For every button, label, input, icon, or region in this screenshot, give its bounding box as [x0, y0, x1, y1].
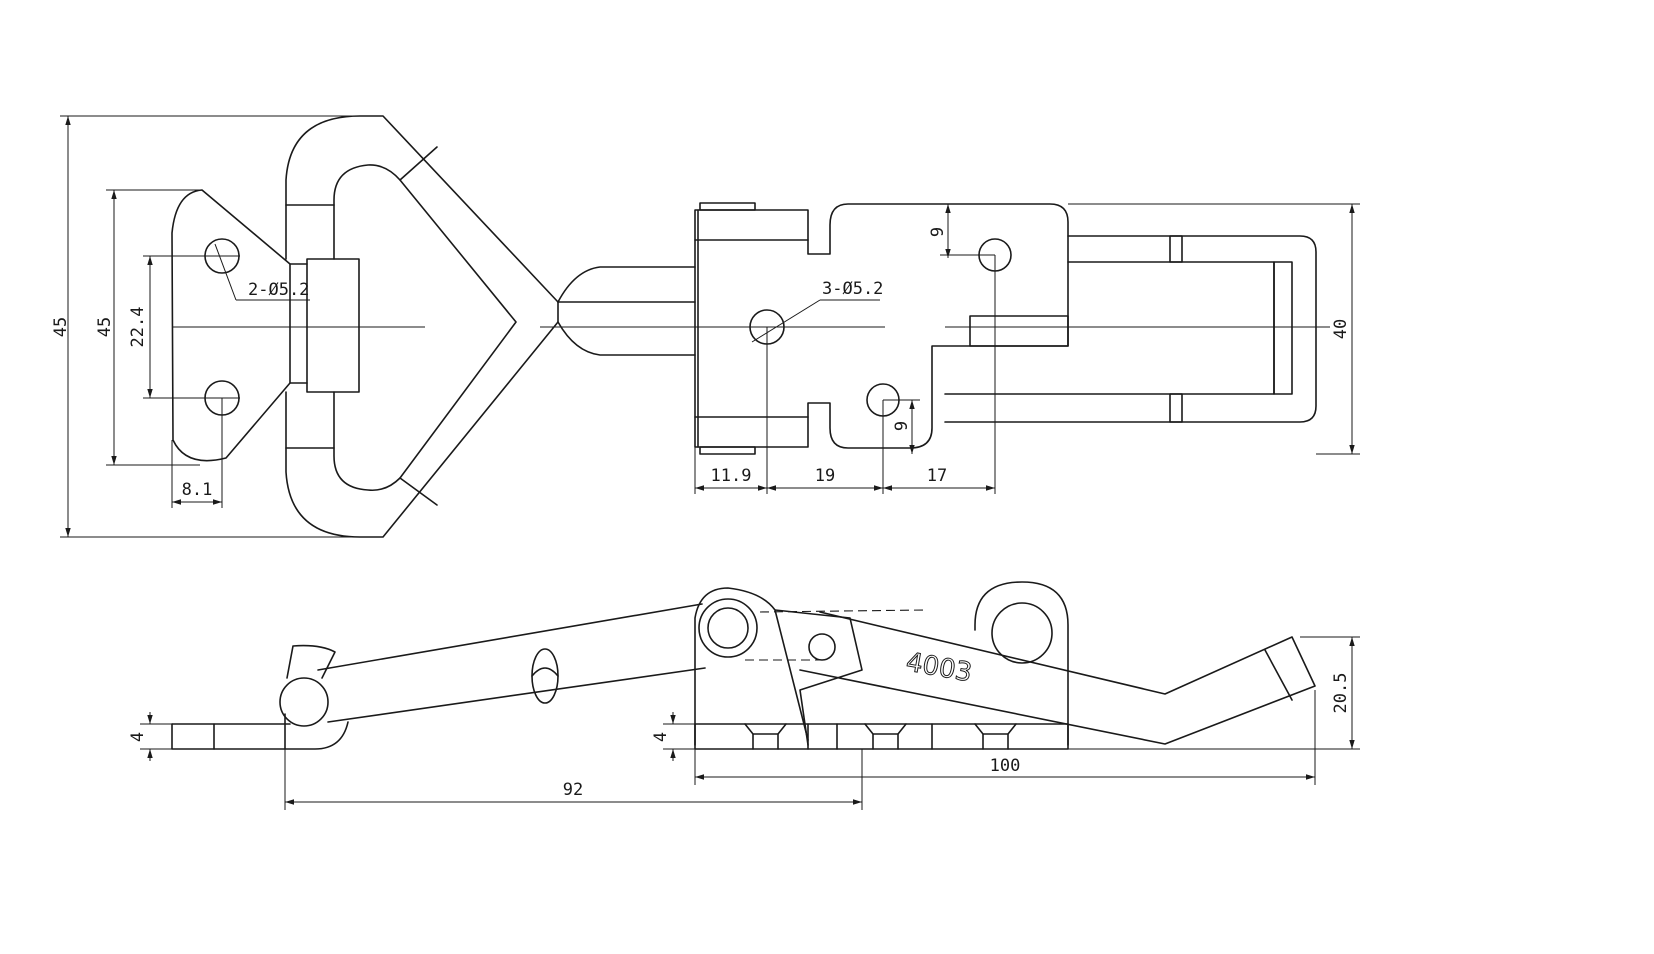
- dim-hole-offset: 8.1: [182, 480, 213, 500]
- wire-handle-inner: [333, 164, 517, 492]
- side-pivot-inner: [707, 607, 749, 649]
- side-right-plate: [694, 723, 1069, 750]
- dim-reach-length: 92: [563, 780, 583, 800]
- side-left-plate: [171, 721, 349, 750]
- wire-handle-outer: [285, 115, 559, 538]
- u-hook: [944, 235, 1317, 423]
- top-view: 45 45 22.4 8.1 2-Ø5.2 3-Ø5.2 40 9: [51, 115, 1360, 538]
- side-handle-lever: [317, 603, 706, 723]
- dim-right-height: 40: [1331, 319, 1351, 339]
- part-number-label: 4003: [904, 647, 974, 688]
- right-latch-body: [694, 203, 1069, 449]
- dim-plate-height: 45: [95, 317, 115, 337]
- side-eye-bracket: [974, 581, 1069, 746]
- dim-hole-spacing: 22.4: [128, 307, 148, 348]
- side-eye-hole: [991, 602, 1053, 664]
- dim-hole-dy-bottom: 9: [892, 421, 912, 431]
- dim-hole-dy-top: 9: [928, 227, 948, 237]
- side-pivot-small: [808, 633, 836, 661]
- dim-hook-height: 20.5: [1331, 673, 1351, 714]
- side-pivot-outer: [698, 598, 758, 658]
- side-view: 4003 4 4 20.5: [128, 581, 1360, 810]
- dim-base-length: 100: [990, 756, 1021, 776]
- label-left-holes: 2-Ø5.2: [248, 280, 309, 300]
- side-hook-arm: [799, 611, 1316, 745]
- dim-dist-b: 19: [815, 466, 835, 486]
- dim-right-thickness: 4: [651, 732, 671, 742]
- left-base-plate: [171, 189, 291, 462]
- dim-left-thickness: 4: [128, 732, 148, 742]
- left-hinge-block: [306, 258, 360, 393]
- side-left-roller: [279, 677, 329, 727]
- dim-dist-c: 17: [927, 466, 947, 486]
- dim-overall-height: 45: [51, 317, 71, 337]
- label-right-holes: 3-Ø5.2: [822, 279, 883, 299]
- dim-dist-a: 11.9: [711, 466, 752, 486]
